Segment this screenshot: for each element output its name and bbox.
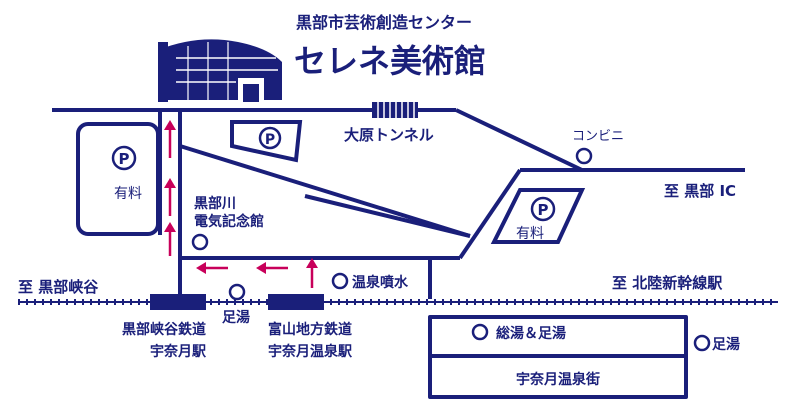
station-gorge-label-line2: 宇奈月駅	[150, 343, 207, 360]
org-name: 黒部市芸術創造センター	[296, 13, 472, 32]
parking-paid-east: 有料	[516, 226, 544, 242]
memorial-label-line2: 電気記念館	[194, 213, 264, 230]
to-ic-label: 至 黒部 IC	[664, 182, 736, 200]
route-arrows	[164, 120, 318, 288]
footbath-center-marker	[228, 283, 246, 301]
parking-mark-east: P	[538, 201, 549, 219]
parking-east: P 有料	[490, 188, 586, 244]
memorial-marker	[191, 233, 209, 251]
convenience-label: コンビニ	[572, 129, 624, 144]
tunnel-label: 大原トンネル	[344, 126, 434, 144]
tunnel-icon	[372, 102, 418, 118]
station-toyama-platform	[268, 294, 324, 310]
parking-paid-west: 有料	[114, 186, 142, 202]
convenience-marker	[575, 147, 593, 165]
museum-name: セレネ美術館	[294, 42, 486, 80]
station-toyama-label-line1: 富山地方鉄道	[268, 321, 352, 338]
memorial-label-line1: 黒部川	[194, 195, 236, 212]
fountain-marker	[331, 272, 349, 290]
to-gorge-label: 至 黒部峡谷	[18, 278, 99, 296]
station-gorge-label-line1: 黒部峡谷鉄道	[122, 321, 206, 338]
parking-museum: P	[230, 120, 303, 163]
parking-mark-museum: P	[265, 132, 275, 148]
footbath-center-label: 足湯	[222, 309, 250, 326]
footbath-east-label: 足湯	[712, 336, 740, 353]
parking-mark-west: P	[119, 150, 130, 168]
station-gorge-platform	[150, 294, 206, 310]
museum-building-icon	[158, 39, 282, 102]
sou-yu-label: 総湯＆足湯	[496, 325, 566, 342]
footbath-east-marker	[693, 334, 711, 352]
parking-west: P 有料	[76, 122, 160, 236]
to-shinkansen-label: 至 北陸新幹線駅	[612, 274, 723, 292]
onsen-street-label: 宇奈月温泉街	[516, 371, 600, 388]
fountain-label: 温泉噴水	[352, 274, 409, 291]
sou-yu-marker	[471, 323, 489, 341]
station-toyama-label-line2: 宇奈月温泉駅	[268, 343, 353, 360]
